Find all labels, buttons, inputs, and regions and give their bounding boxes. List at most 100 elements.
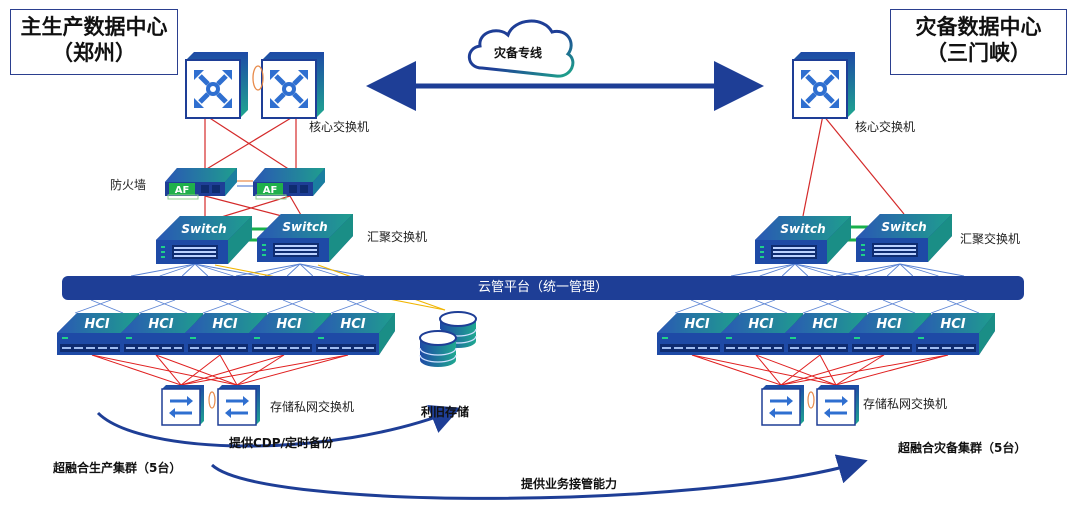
link-line xyxy=(899,263,939,277)
prod-dc-title: 主生产数据中心 xyxy=(20,15,168,39)
agg-switch-right-label: 汇聚交换机 xyxy=(960,232,1021,246)
link-line xyxy=(219,354,238,386)
dr-cluster-label: 超融合灾备集群（5台） xyxy=(898,441,1027,455)
legacy-storage-label: 利旧存储 xyxy=(421,405,470,419)
link-line xyxy=(899,263,914,277)
link-line xyxy=(330,299,368,314)
link-line xyxy=(754,299,788,314)
link-line xyxy=(299,263,339,277)
platform-hci-links xyxy=(74,299,980,314)
prod-dc-location: （郑州） xyxy=(52,41,136,65)
link-line xyxy=(864,263,901,277)
core-switch-left-label: 核心交换机 xyxy=(309,120,370,134)
link-line xyxy=(674,299,712,314)
link-line xyxy=(738,299,776,314)
cloud-label: 灾备专线 xyxy=(494,45,542,60)
link-line xyxy=(264,263,301,277)
agg-switch-left-1 xyxy=(156,216,252,264)
prod-dc-title-box: 主生产数据中心 （郑州） xyxy=(10,9,178,75)
link-line xyxy=(780,354,949,386)
link-line xyxy=(691,354,837,386)
agg-switch-left-label: 汇聚交换机 xyxy=(367,230,428,244)
storage-switch-left-2 xyxy=(216,383,262,427)
link-line xyxy=(299,263,314,277)
link-line xyxy=(236,354,285,386)
link-line xyxy=(781,263,796,277)
storage-switch-right-label: 存储私网交换机 xyxy=(863,397,948,411)
link-line xyxy=(180,354,285,386)
link-line xyxy=(755,354,782,386)
agg-fanout-links xyxy=(130,263,965,277)
link-line xyxy=(730,263,796,277)
cdp-backup-label: 提供CDP/定时备份 xyxy=(229,436,333,450)
hci-cluster-dr xyxy=(657,313,995,355)
firewall-label: 防火墙 xyxy=(110,178,147,192)
link-line xyxy=(266,299,304,314)
takeover-arrow xyxy=(210,454,868,500)
takeover-label: 提供业务接管能力 xyxy=(521,477,618,491)
link-line xyxy=(346,299,380,314)
storage-switch-left-1 xyxy=(160,383,206,427)
link-line xyxy=(780,354,821,386)
core-switch-left-1 xyxy=(186,52,248,118)
link-line xyxy=(236,354,349,386)
link-line xyxy=(155,354,238,386)
link-line xyxy=(286,263,301,277)
link-line xyxy=(819,354,837,386)
link-line xyxy=(794,263,834,277)
link-line xyxy=(91,354,182,386)
link-line xyxy=(866,299,904,314)
firewall-2 xyxy=(252,167,326,200)
storage-switch-right-1 xyxy=(760,383,806,427)
link-line xyxy=(155,354,182,386)
link-line xyxy=(899,263,965,277)
link-line xyxy=(154,299,188,314)
link-line xyxy=(235,263,301,277)
hci-cluster-prod xyxy=(57,313,395,355)
link-line xyxy=(691,354,782,386)
link-line xyxy=(818,299,852,314)
storage-switch-right-2 xyxy=(815,383,861,427)
link-line xyxy=(794,263,809,277)
lag-icon xyxy=(252,65,264,91)
core-switch-right-label: 核心交换机 xyxy=(855,120,916,134)
link-line xyxy=(181,263,196,277)
link-line xyxy=(90,299,124,314)
link-line xyxy=(130,263,196,277)
cdp-backup-arrow xyxy=(96,404,461,448)
link-line xyxy=(882,299,916,314)
link-line xyxy=(780,354,885,386)
link-line xyxy=(835,354,949,386)
dr-dc-title-box: 灾备数据中心 （三门峡） xyxy=(890,9,1067,75)
dr-dc-location: （三门峡） xyxy=(926,41,1031,65)
legacy-storage-disk-2 xyxy=(419,330,457,368)
core-switch-left-2 xyxy=(262,52,324,118)
link-line xyxy=(159,263,196,277)
link-line xyxy=(202,299,240,314)
link-line xyxy=(946,299,980,314)
link-line xyxy=(180,354,349,386)
link-line xyxy=(759,263,796,277)
link-line xyxy=(755,354,837,386)
link-line xyxy=(138,299,176,314)
link-line xyxy=(194,263,209,277)
link-line xyxy=(74,299,112,314)
link-line xyxy=(180,354,221,386)
link-line xyxy=(194,263,234,277)
prod-cluster-label: 超融合生产集群（5台） xyxy=(53,461,182,475)
storage-switch-left-label: 存储私网交换机 xyxy=(270,400,355,414)
firewall-1 xyxy=(164,167,238,200)
cloud-management-platform-bar: 云管平台（统一管理） xyxy=(62,276,1024,300)
link-line xyxy=(886,263,901,277)
links-right xyxy=(802,114,905,217)
dr-dc-title: 灾备数据中心 xyxy=(915,15,1042,39)
link-line xyxy=(930,299,968,314)
agg-switch-right-2 xyxy=(856,214,952,262)
hci-storage-links xyxy=(91,354,949,386)
link-line xyxy=(835,263,901,277)
link-line xyxy=(690,299,724,314)
link-line xyxy=(835,354,885,386)
link-line xyxy=(802,299,840,314)
core-switch-right xyxy=(793,52,855,118)
